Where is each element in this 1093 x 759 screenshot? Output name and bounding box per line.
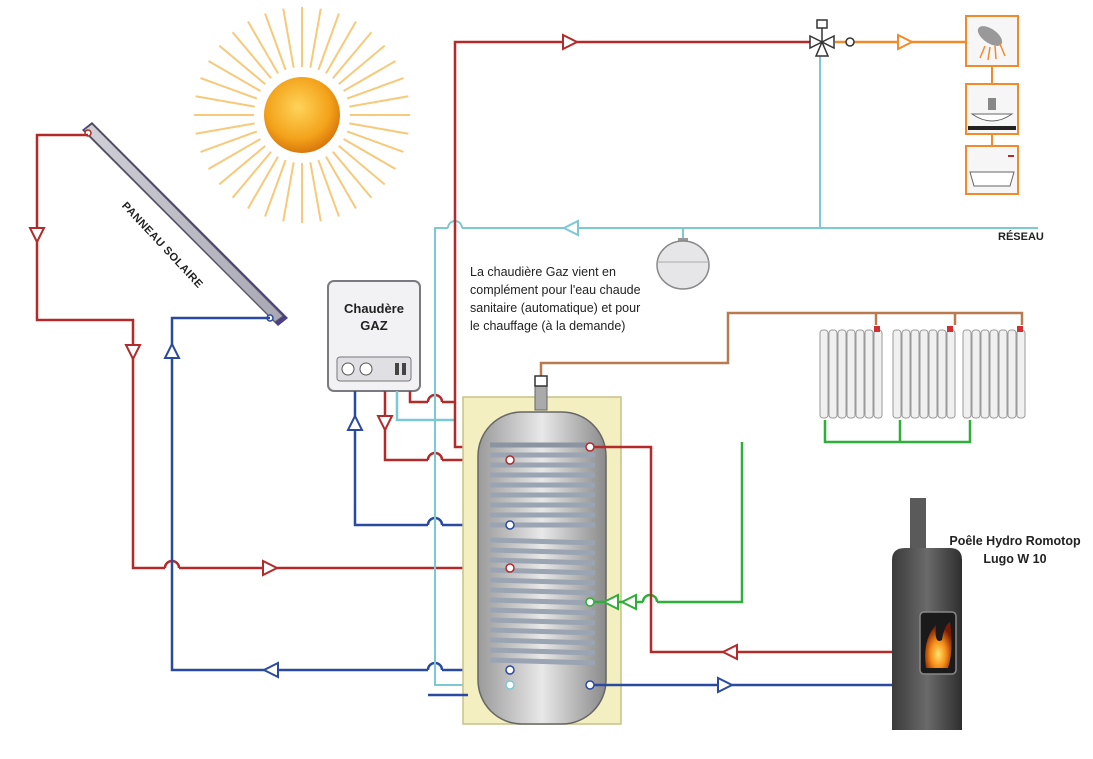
flow-arrows-heating <box>601 593 637 611</box>
hot-water-pipes <box>453 40 965 449</box>
mixing-valve-icon <box>809 19 855 57</box>
flow-arrows-boiler <box>346 413 394 433</box>
radiators <box>819 326 1026 419</box>
storage-tank <box>462 379 622 725</box>
gas-boiler <box>327 280 421 392</box>
sun-icon <box>194 7 410 223</box>
flow-arrows-solar <box>28 227 280 679</box>
hydro-stove <box>892 498 962 730</box>
shower-icon <box>965 15 1019 84</box>
tank-connections <box>505 442 595 690</box>
boiler-note: La chaudière Gaz vient en complément pou… <box>470 265 641 333</box>
radiator-icon <box>962 326 1026 419</box>
bathtub-icon <box>965 145 1019 195</box>
solar-loop-pipes <box>35 133 510 672</box>
boiler-label-line1: Chaudère <box>344 301 404 316</box>
valve-icon <box>534 375 548 387</box>
stove-label: Poêle Hydro Romotop Lugo W 10 <box>940 532 1090 568</box>
stove-pipes <box>428 445 892 697</box>
flame-icon <box>925 622 952 668</box>
flow-arrow-network <box>561 219 579 237</box>
solar-panel <box>82 122 288 326</box>
flow-arrows-stove <box>717 643 738 694</box>
flow-arrows-hot <box>562 33 915 51</box>
radiator-icon <box>819 326 883 419</box>
washbasin-icon <box>965 83 1019 146</box>
stove-label-line2: Lugo W 10 <box>983 552 1047 566</box>
stove-label-line1: Poêle Hydro Romotop <box>949 534 1081 548</box>
expansion-tank-icon <box>656 238 710 290</box>
network-label: RÉSEAU <box>998 231 1044 243</box>
boiler-label: Chaudère GAZ <box>330 300 418 334</box>
boiler-label-line2: GAZ <box>360 318 388 333</box>
radiator-icon <box>892 326 956 419</box>
